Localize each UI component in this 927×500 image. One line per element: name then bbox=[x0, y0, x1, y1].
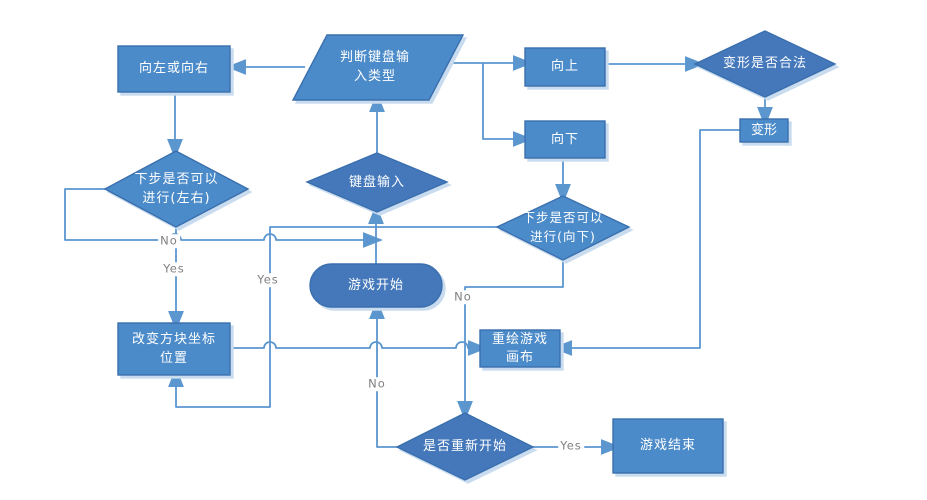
node-game-over-shape bbox=[612, 418, 724, 474]
edge-label-can-step-down-yes: Yes bbox=[255, 272, 281, 287]
connector-judge-to-down bbox=[482, 63, 533, 147]
node-keyboard-input-shape bbox=[305, 152, 449, 213]
node-move-left-right-shape bbox=[117, 45, 231, 93]
node-move-up-shape bbox=[524, 47, 606, 87]
edge-label-restart-yes: Yes bbox=[558, 438, 584, 453]
connectors bbox=[64, 55, 773, 455]
edge-label-can-step-lr-yes: Yes bbox=[161, 261, 187, 276]
connector-transform-to-redraw bbox=[552, 129, 740, 356]
connector-restart-no bbox=[369, 299, 397, 448]
edge-label-can-step-down-no: No bbox=[452, 289, 474, 304]
connector-canstepdown-no bbox=[457, 261, 564, 421]
node-transform-shape bbox=[739, 118, 789, 143]
edge-label-restart-no: No bbox=[366, 376, 388, 391]
node-move-down-shape bbox=[524, 120, 606, 159]
node-shapes bbox=[103, 30, 837, 481]
node-restart-check-shape bbox=[395, 412, 535, 481]
node-game-start-shape bbox=[309, 263, 443, 308]
node-change-position-shape bbox=[117, 322, 231, 376]
node-transform-legal-shape bbox=[693, 30, 837, 98]
node-judge-input-shape bbox=[291, 34, 465, 101]
node-can-step-down-shape bbox=[495, 195, 631, 261]
connector-canstepdown-yes bbox=[168, 226, 497, 408]
connector-change-to-redraw bbox=[230, 340, 488, 356]
edge-label-can-step-lr-no: No bbox=[158, 233, 180, 248]
node-redraw-canvas-shape bbox=[479, 329, 561, 368]
node-can-step-lr-shape bbox=[103, 150, 250, 228]
